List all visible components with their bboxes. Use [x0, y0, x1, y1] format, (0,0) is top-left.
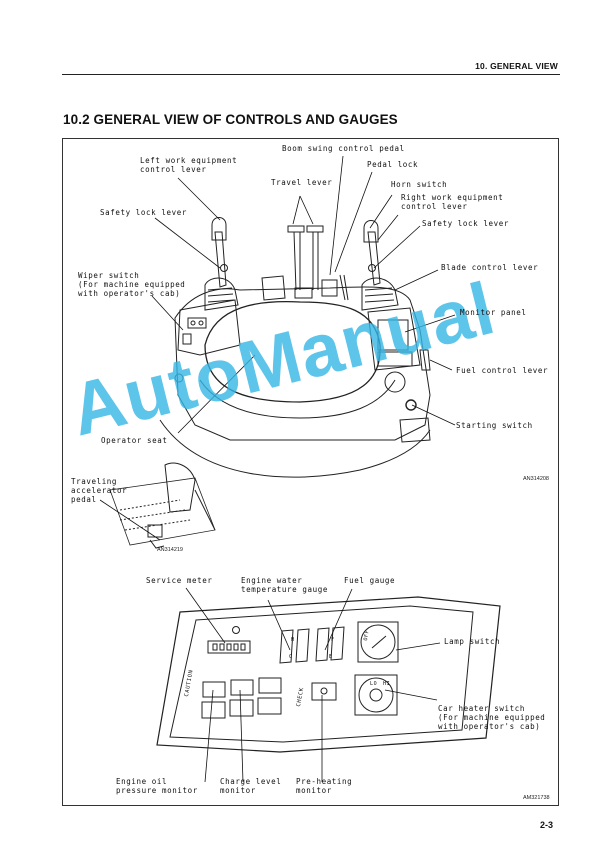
label-operator-seat: Operator seat: [101, 436, 168, 445]
label-pedal-lock: Pedal lock: [367, 160, 419, 169]
label-blade-lever: Blade control lever: [441, 263, 539, 272]
panel-c-text: C: [289, 654, 293, 660]
panel-f-text: F: [331, 637, 335, 643]
label-horn-switch: Horn switch: [391, 180, 448, 189]
label-service-meter: Service meter: [146, 576, 213, 585]
panel-off-text: OFF: [362, 629, 371, 642]
section-header: 10. GENERAL VIEW: [475, 61, 558, 71]
figure-frame: [62, 138, 559, 806]
figure-code-panel: AM321738: [523, 795, 550, 801]
page-title: 10.2 GENERAL VIEW OF CONTROLS AND GAUGES: [63, 112, 398, 127]
label-charge-level: Charge level monitor: [220, 777, 282, 795]
label-safety-lock-right: Safety lock lever: [422, 219, 509, 228]
label-car-heater: Car heater switch (For machine equipped …: [438, 704, 546, 731]
page-number: 2-3: [540, 820, 554, 830]
running-header: 10. GENERAL VIEW: [62, 60, 560, 75]
label-oil-pressure: Engine oil pressure monitor: [116, 777, 198, 795]
top-leader-lines: [99, 155, 456, 541]
bottom-leader-lines: [185, 587, 441, 783]
label-preheating: Pre-heating monitor: [296, 777, 353, 795]
label-lamp-switch: Lamp switch: [444, 637, 501, 646]
figure-code-inset: AN314219: [157, 547, 183, 553]
label-boom-swing-pedal: Boom swing control pedal: [282, 144, 405, 153]
label-fuel-lever: Fuel control lever: [456, 366, 549, 375]
panel-e-text: E: [329, 654, 333, 660]
label-starting-switch: Starting switch: [456, 421, 533, 430]
dash-panel-drawing: [156, 596, 501, 753]
label-water-temp: Engine water temperature gauge: [241, 576, 328, 594]
label-monitor-panel: Monitor panel: [460, 308, 527, 317]
label-safety-lock-left: Safety lock lever: [100, 208, 187, 217]
label-travel-lever: Travel lever: [271, 178, 333, 187]
label-travel-pedal: Traveling accelerator pedal: [71, 477, 128, 504]
figure-code-main: AN314208: [523, 476, 549, 482]
cab-drawing: [109, 217, 431, 549]
label-left-work-lever: Left work equipment control lever: [140, 156, 238, 174]
label-right-work-lever: Right work equipment control lever: [401, 193, 504, 211]
panel-hi-text: HI: [383, 681, 391, 687]
label-wiper-switch: Wiper switch (For machine equipped with …: [78, 271, 186, 298]
label-fuel-gauge: Fuel gauge: [344, 576, 396, 585]
panel-h-text: H: [291, 637, 295, 643]
panel-lo-text: LO: [370, 681, 378, 687]
